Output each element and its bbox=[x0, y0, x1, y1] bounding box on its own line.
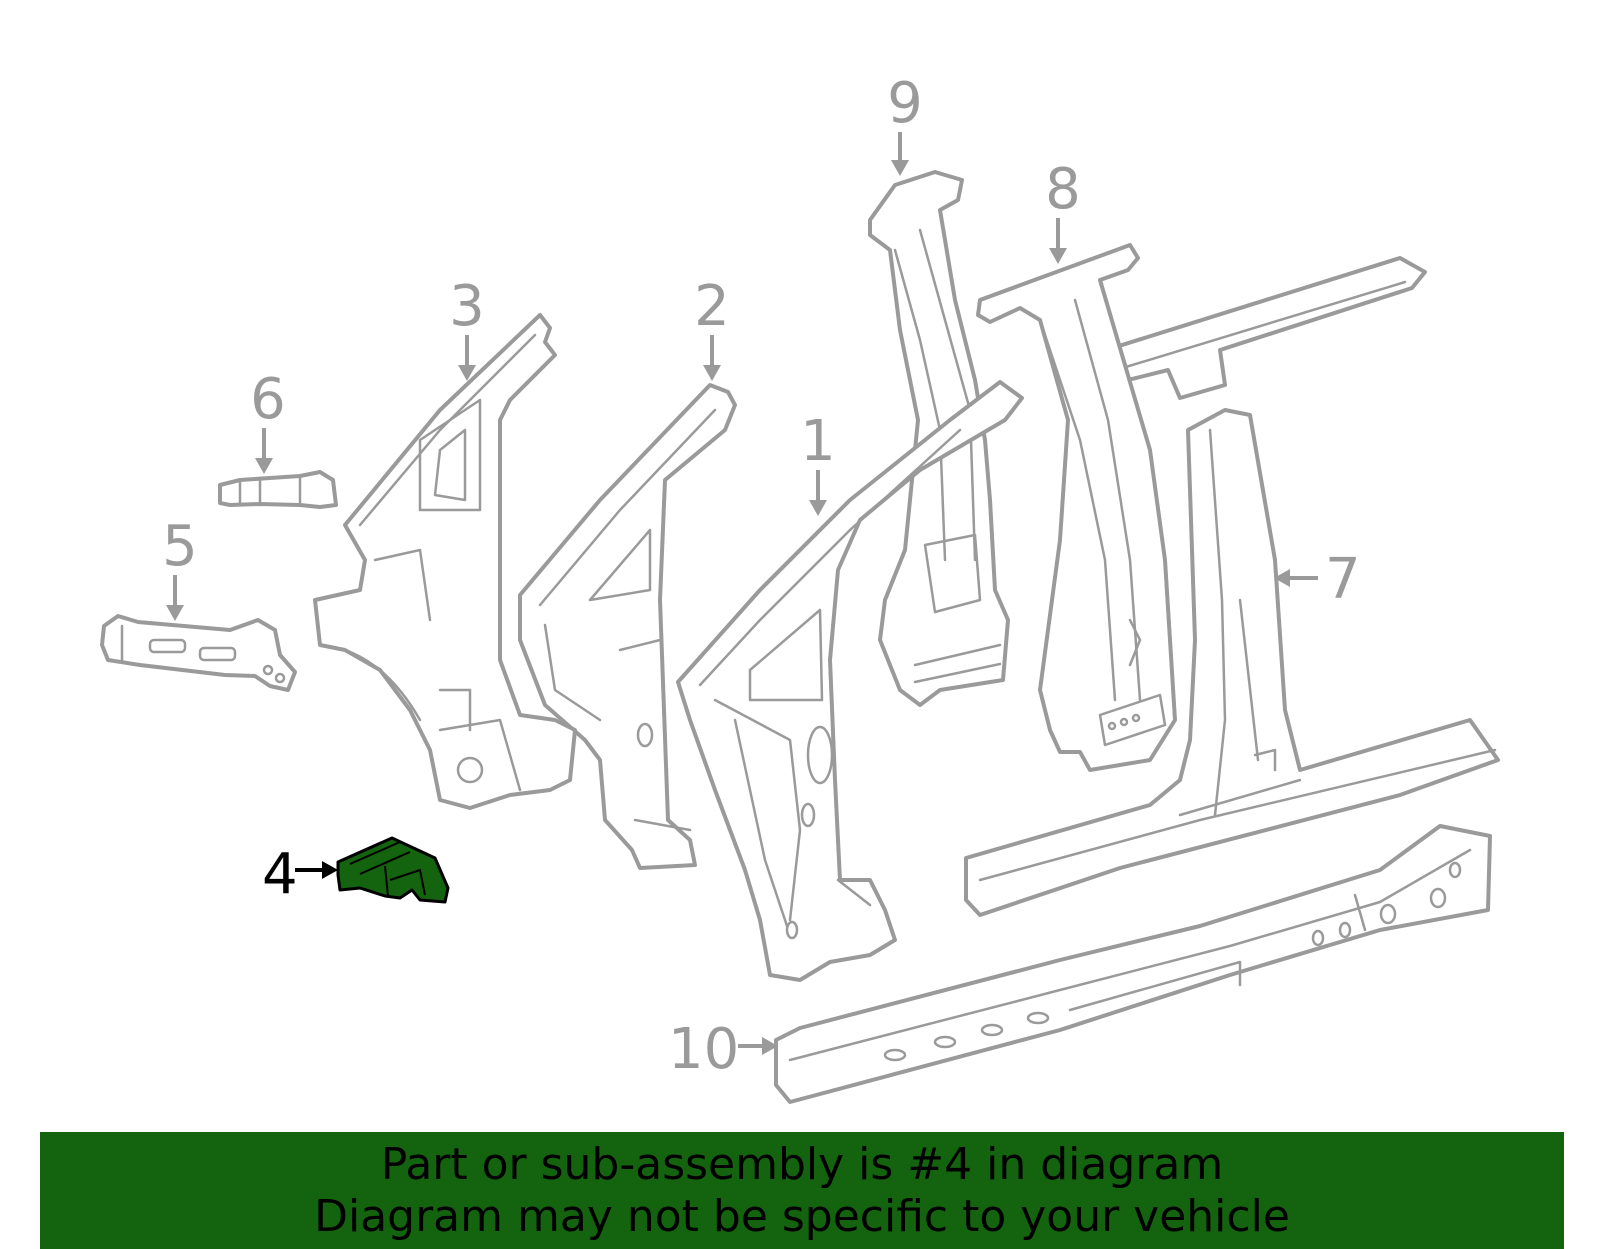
part-8-center-pillar bbox=[976, 243, 1177, 772]
part-2-pillar-inner bbox=[518, 383, 737, 870]
svg-text:9: 9 bbox=[887, 71, 923, 136]
callout-7: 7 bbox=[1274, 547, 1361, 612]
svg-text:10: 10 bbox=[668, 1017, 739, 1082]
callout-10: 10 bbox=[668, 1017, 778, 1082]
part-10-rocker-panel bbox=[774, 824, 1492, 1104]
svg-text:1: 1 bbox=[800, 409, 836, 474]
banner-line-1: Part or sub-assembly is #4 in diagram bbox=[380, 1138, 1224, 1190]
callout-5: 5 bbox=[162, 514, 198, 621]
part-7-side-frame bbox=[964, 408, 1500, 917]
callout-8: 8 bbox=[1045, 157, 1081, 264]
part-3-front-apron bbox=[313, 313, 577, 810]
svg-text:8: 8 bbox=[1045, 157, 1081, 222]
callout-2: 2 bbox=[694, 274, 730, 381]
roof-rail bbox=[1104, 256, 1427, 400]
callout-1: 1 bbox=[800, 409, 836, 516]
svg-text:4: 4 bbox=[262, 842, 298, 907]
callout-9: 9 bbox=[887, 71, 923, 176]
part-5-bracket bbox=[100, 614, 297, 692]
part-4-highlighted bbox=[336, 836, 450, 904]
svg-text:6: 6 bbox=[250, 367, 286, 432]
svg-text:7: 7 bbox=[1325, 547, 1361, 612]
svg-text:5: 5 bbox=[162, 514, 198, 579]
callout-4: 4 bbox=[262, 842, 338, 907]
callout-3: 3 bbox=[449, 274, 485, 381]
part-6-clip bbox=[218, 470, 338, 509]
info-banner: Part or sub-assembly is #4 in diagram Di… bbox=[40, 1132, 1564, 1249]
callout-6: 6 bbox=[250, 367, 286, 474]
svg-text:2: 2 bbox=[694, 274, 730, 339]
part-1-front-pillar bbox=[676, 380, 1024, 982]
svg-text:3: 3 bbox=[449, 274, 485, 339]
banner-line-2: Diagram may not be specific to your vehi… bbox=[314, 1190, 1290, 1242]
